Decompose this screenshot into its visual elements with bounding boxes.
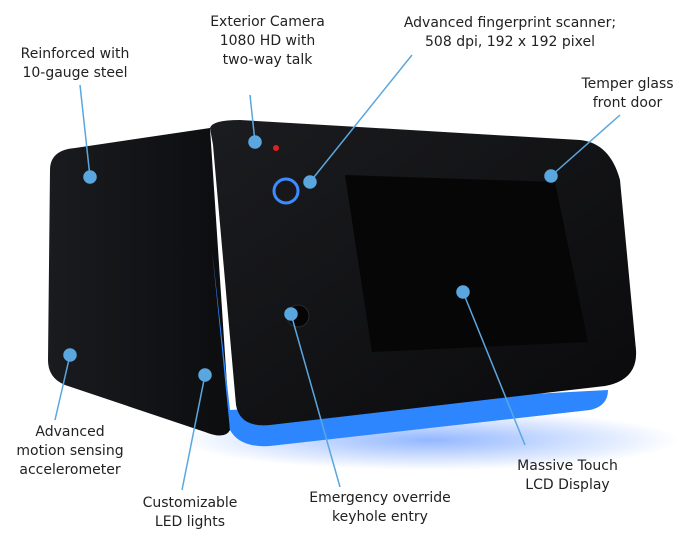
callout-display: Massive Touch LCD Display (517, 458, 618, 493)
lcd-display (345, 175, 588, 352)
callout-glass: Temper glass front door (581, 76, 674, 111)
device-side-panel (48, 128, 230, 436)
callout-lines (54, 54, 621, 491)
fingerprint-ring (272, 177, 300, 205)
callout-motion: Advanced motion sensing accelerometer (16, 424, 124, 478)
camera-led (273, 145, 279, 151)
callout-camera: Exterior Camera 1080 HD with two-way tal… (210, 14, 325, 68)
callout-fingerprint: Advanced fingerprint scanner; 508 dpi, 1… (403, 15, 617, 50)
callout-steel: Reinforced with 10-gauge steel (20, 46, 130, 81)
callout-led: Customizable LED lights (142, 495, 238, 530)
callout-keyhole: Emergency override keyhole entry (309, 490, 451, 525)
